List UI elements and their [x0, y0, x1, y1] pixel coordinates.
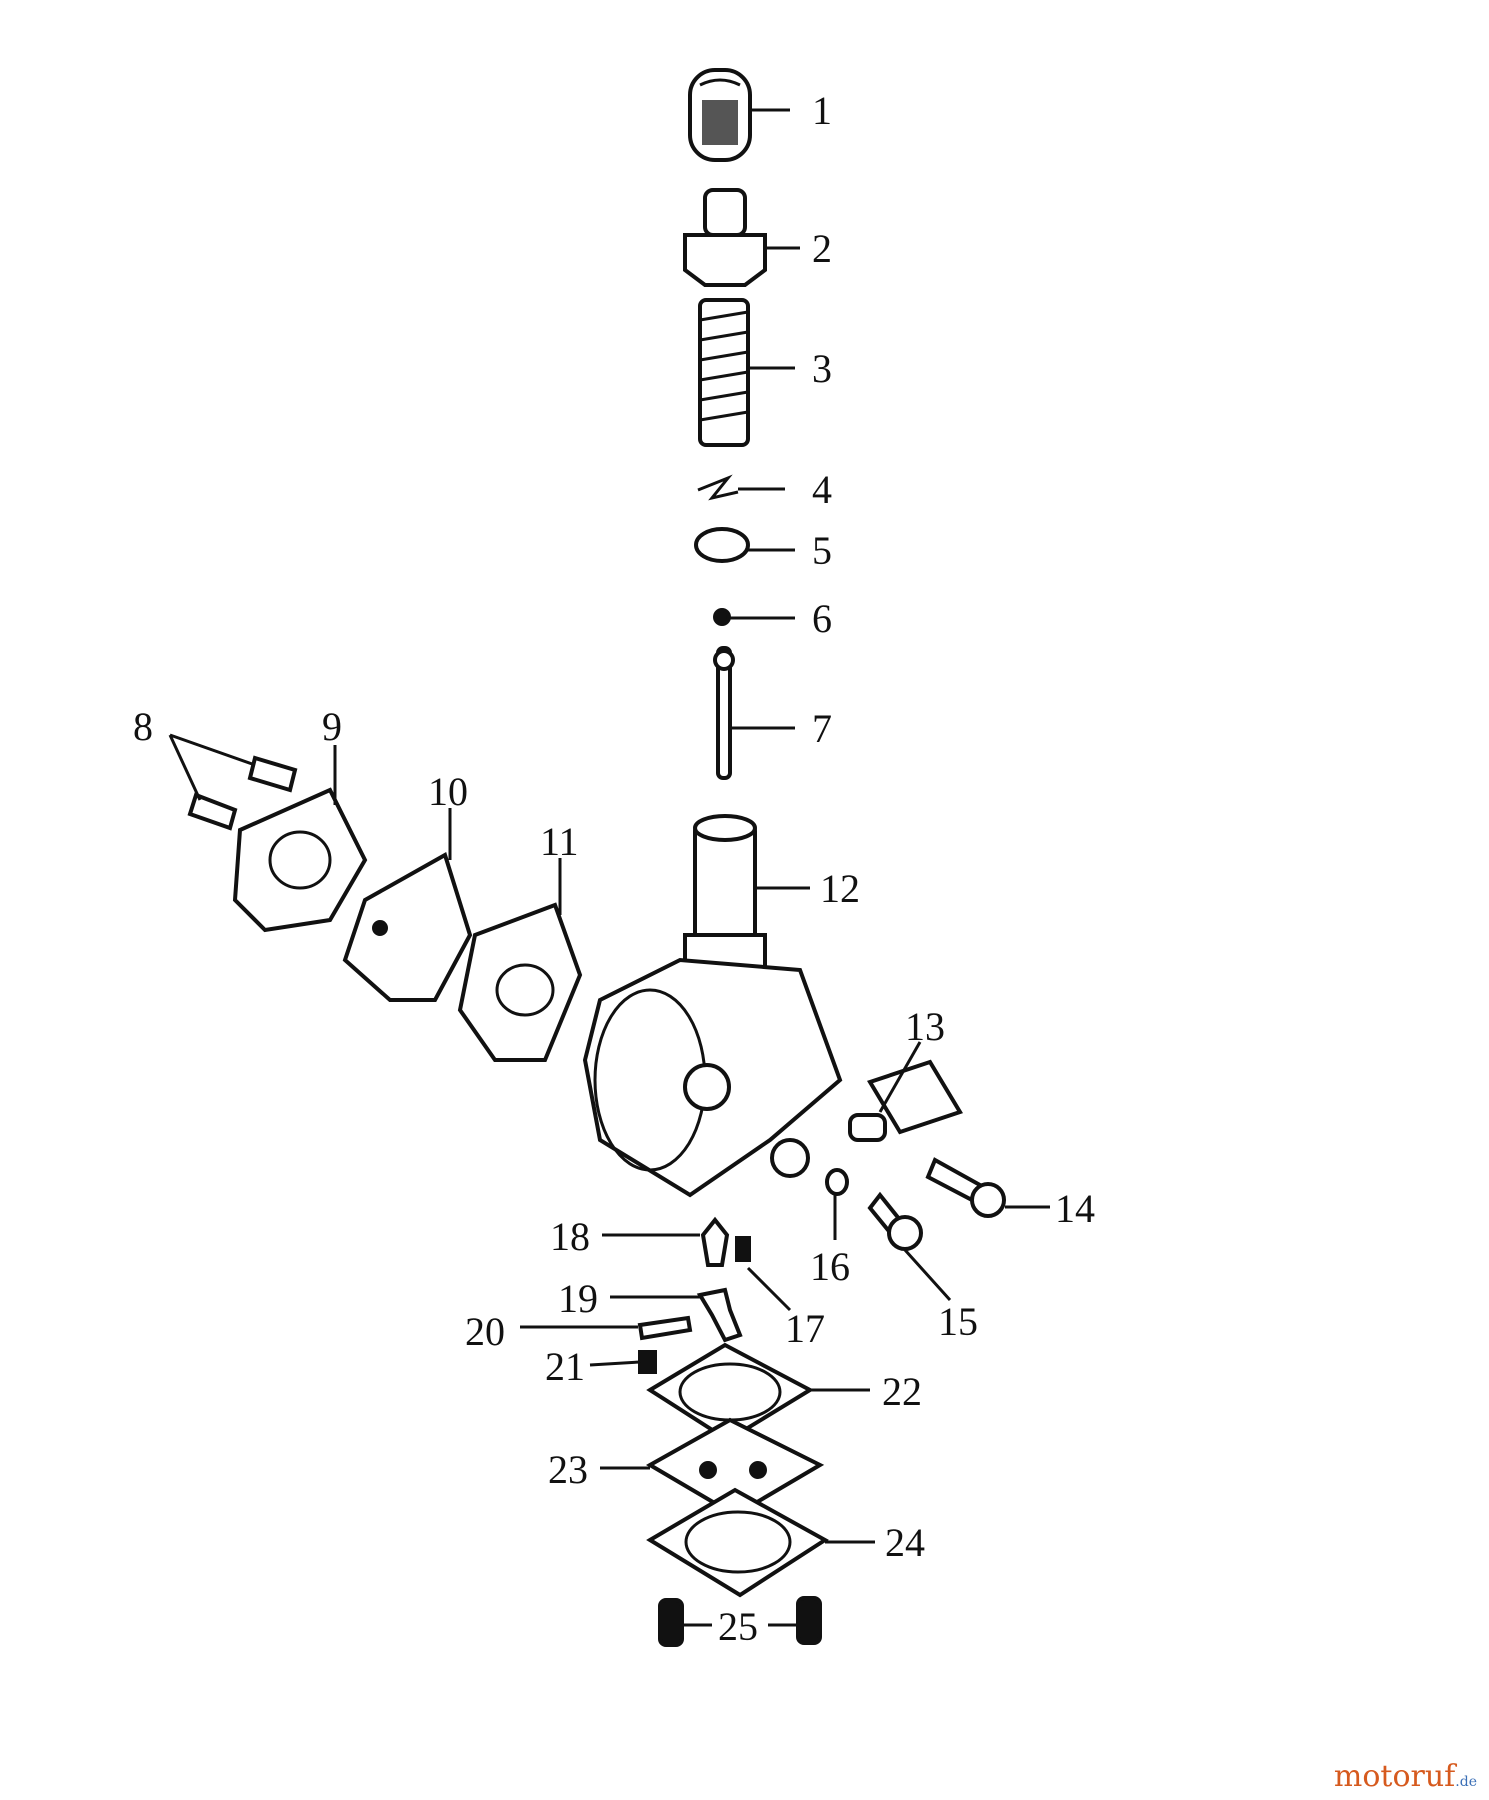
part-5-washer [694, 527, 750, 563]
callout-11: 11 [540, 819, 579, 864]
callout-4: 4 [812, 467, 832, 512]
part-12-body [582, 814, 843, 1198]
callout-labels: 1 2 3 4 5 6 7 8 9 10 11 12 13 14 15 16 1… [133, 88, 1095, 1649]
callout-10: 10 [428, 769, 468, 814]
callout-15: 15 [938, 1299, 978, 1344]
part-16-oring [825, 1168, 849, 1196]
part-4-clip [697, 474, 739, 501]
callout-5: 5 [812, 528, 832, 573]
callout-18: 18 [550, 1214, 590, 1259]
part-13-lever [848, 1059, 963, 1142]
callout-2: 2 [812, 226, 832, 271]
part-24-cover [646, 1487, 829, 1598]
callout-6: 6 [812, 596, 832, 641]
part-23-diaphragm [645, 1417, 825, 1518]
part-1-cap [688, 68, 752, 162]
callout-22: 22 [882, 1369, 922, 1414]
watermark-main: motoruf [1333, 1759, 1456, 1794]
callout-9: 9 [322, 704, 342, 749]
part-25-screws [658, 1596, 822, 1647]
callout-16: 16 [810, 1244, 850, 1289]
part-15-screw [867, 1191, 923, 1251]
callout-23: 23 [548, 1447, 588, 1492]
callout-12: 12 [820, 866, 860, 911]
callout-21: 21 [545, 1344, 585, 1389]
callout-20: 20 [465, 1309, 505, 1354]
callout-19: 19 [558, 1276, 598, 1321]
leader-lines [168, 108, 1050, 1627]
callout-13: 13 [905, 1004, 945, 1049]
part-21-screw [638, 1350, 657, 1374]
callout-25: 25 [718, 1604, 758, 1649]
callout-7: 7 [812, 706, 832, 751]
callout-8: 8 [133, 704, 153, 749]
part-11-plate [457, 902, 583, 1062]
part-18-valve [700, 1216, 730, 1267]
callout-14: 14 [1055, 1186, 1095, 1231]
part-7-needle [713, 646, 735, 780]
part-14-screw [925, 1157, 1006, 1218]
part-9-cover [232, 787, 368, 933]
part-17-spring [735, 1236, 751, 1262]
callout-24: 24 [885, 1520, 925, 1565]
part-8-screws [187, 755, 298, 831]
callout-3: 3 [812, 346, 832, 391]
part-20-pin [637, 1315, 693, 1341]
part-10-gasket [342, 852, 473, 1002]
watermark-logo: motoruf.de [1334, 1759, 1477, 1794]
part-19-arm [696, 1287, 743, 1343]
part-2-nut [683, 188, 767, 287]
callout-1: 1 [812, 88, 832, 133]
part-3-spring [698, 298, 750, 447]
watermark-tld: .de [1455, 1774, 1477, 1790]
part-6-ball [713, 608, 731, 626]
callout-17: 17 [785, 1306, 825, 1351]
